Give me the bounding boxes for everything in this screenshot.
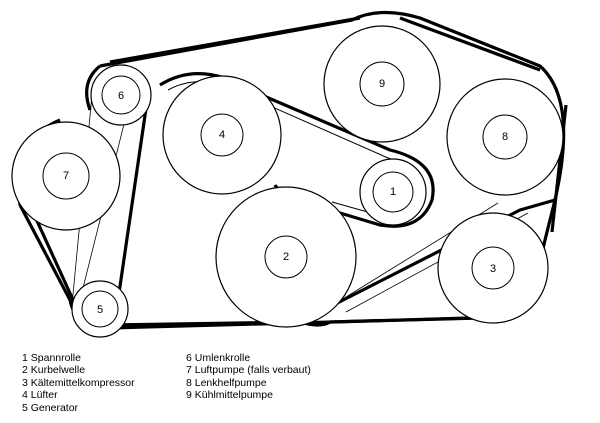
pulley-1-label: 1 [390, 186, 396, 198]
pulley-5-label: 5 [97, 304, 103, 316]
pulley-9-label: 9 [379, 78, 385, 90]
pulley-7-label: 7 [63, 170, 69, 182]
pulley-labels: 1 2 3 4 5 6 7 8 9 [63, 78, 508, 316]
legend-right-column: 6 Umlenkrolle 7 Luftpumpe (falls verbaut… [186, 352, 311, 402]
pulley-8-hub [482, 114, 528, 160]
legend-item: 5 Generator [22, 401, 79, 414]
pulley-1 [359, 158, 427, 226]
pulley-4 [162, 75, 282, 195]
pulley-5 [71, 280, 129, 338]
legend-item: 7 Luftpumpe (falls verbaut) [186, 364, 311, 377]
legend-item: 4 Lüfter [22, 389, 58, 402]
pulley-6-label: 6 [118, 90, 124, 102]
pulley-2-hub [264, 235, 308, 279]
legend-left-column: 1 Spannrolle 2 Kurbelwelle 3 Kältemittel… [22, 352, 135, 414]
pulley-4-hub [200, 113, 244, 157]
pulley-6-hub [101, 75, 141, 115]
pulley-9 [323, 25, 441, 143]
pulley-3-label: 3 [490, 263, 496, 275]
belt-routing-diagram: 1 2 3 4 5 6 7 8 9 [11, 10, 568, 338]
legend-item: 1 Spannrolle [22, 352, 81, 364]
pulley-3-hub [471, 246, 515, 290]
belt-top-run [109, 16, 361, 64]
pulley-3 [437, 212, 549, 324]
legend-item: 2 Kurbelwelle [22, 364, 86, 377]
pulley-2-label: 2 [283, 251, 289, 263]
legend-item: 8 Lenkhelfpumpe [186, 376, 267, 389]
belt-9-to-8 [399, 16, 541, 72]
pulley-2 [215, 186, 357, 328]
pulley-8-label: 8 [502, 131, 508, 143]
pulley-8 [446, 78, 564, 196]
legend-item: 6 Umlenkrolle [186, 352, 251, 364]
legend-item: 9 Kühlmittelpumpe [186, 389, 273, 402]
pulley-5-hub [81, 290, 119, 328]
pulley-7 [11, 121, 121, 231]
pulleys [11, 25, 564, 338]
belt-6-to-4 [116, 94, 150, 301]
belt-8-to-3 [550, 104, 568, 233]
legend-item: 3 Kältemittelkompressor [22, 376, 135, 389]
pulley-1-hub [372, 171, 414, 213]
pulley-7-hub [42, 152, 90, 200]
pulley-9-hub [359, 61, 405, 107]
pulley-6 [90, 64, 152, 126]
pulley-4-label: 4 [219, 129, 225, 141]
